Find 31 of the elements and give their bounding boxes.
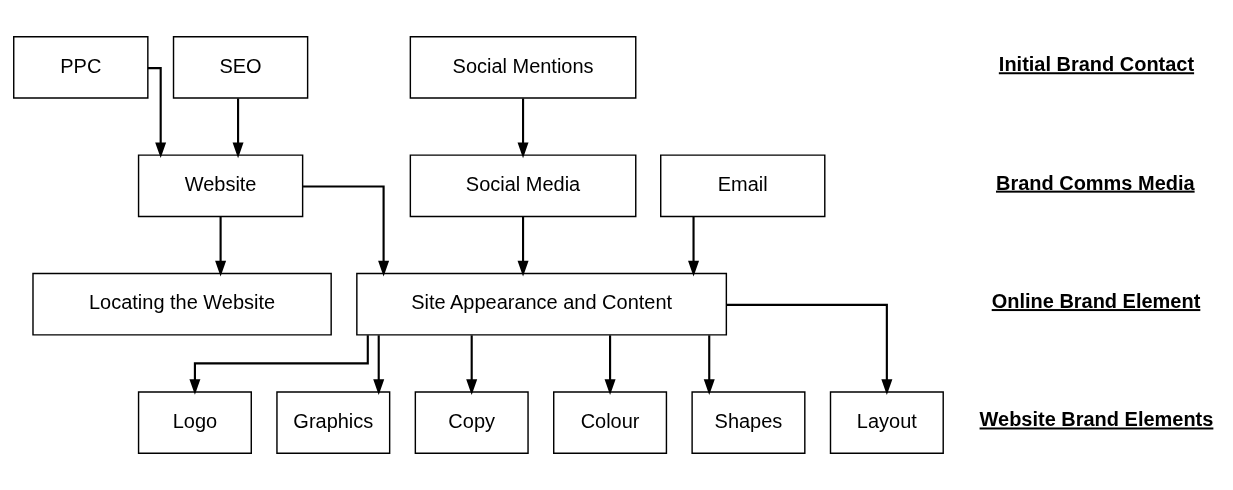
node-box: Website — [137, 154, 304, 218]
node-box: Social Mentions — [409, 36, 637, 99]
node-box: Locating the Website — [32, 272, 332, 336]
arrow — [517, 216, 529, 277]
node-box: Logo — [137, 391, 252, 454]
node-box: Site Appearance and Content — [356, 272, 728, 336]
label: Website Brand Elements — [979, 408, 1214, 431]
node-box: Colour — [553, 391, 668, 454]
arrow — [517, 98, 529, 159]
node-box: Graphics — [276, 391, 391, 454]
arrow — [232, 98, 244, 159]
node-box: Shapes — [691, 391, 806, 454]
arrow — [303, 185, 390, 277]
arrow — [726, 303, 893, 395]
arrow — [373, 335, 385, 395]
node-box: Social Media — [409, 154, 637, 218]
node-box: Layout — [829, 391, 944, 454]
arrow — [189, 335, 369, 395]
arrow — [703, 335, 715, 395]
node-box: Email — [660, 154, 826, 218]
label: Brand Comms Media — [995, 171, 1195, 194]
label: Online Brand Element — [991, 290, 1201, 313]
arrow — [147, 67, 167, 159]
arrow — [688, 216, 700, 277]
label: Initial Brand Contact — [998, 53, 1195, 76]
arrow — [215, 216, 227, 277]
node-box: SEO — [172, 36, 309, 99]
arrow — [466, 335, 478, 395]
node-box: PPC — [13, 36, 149, 99]
node-box: Copy — [414, 391, 529, 454]
arrow — [604, 335, 616, 395]
